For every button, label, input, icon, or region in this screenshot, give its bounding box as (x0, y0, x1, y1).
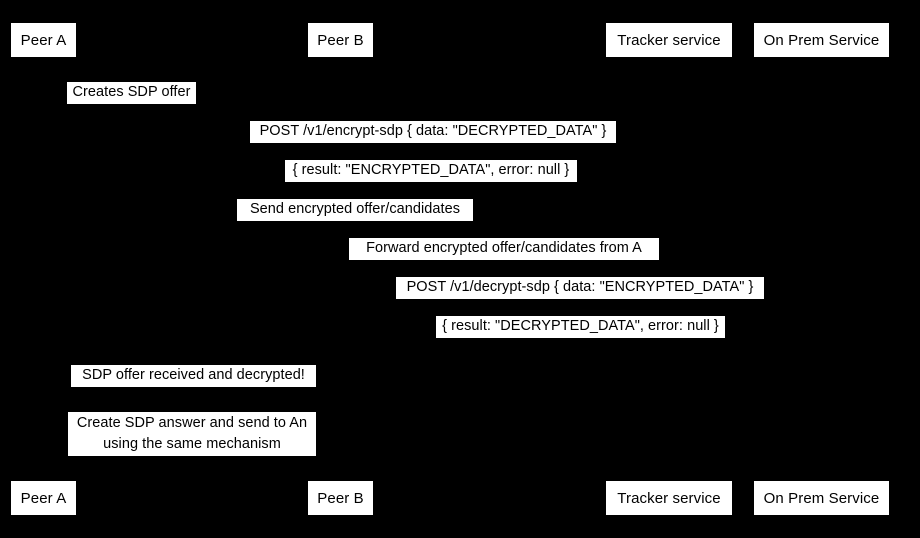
participant-label: Tracker service (617, 489, 721, 507)
lifeline-tracker-service (668, 62, 669, 476)
message-label-encrypt-sdp-response[interactable]: { result: "ENCRYPTED_DATA", error: null … (285, 160, 577, 182)
message-label-forward-encrypted-offer[interactable]: Forward encrypted offer/candidates from … (349, 238, 659, 260)
arrow-forward-encrypted-offer (341, 260, 669, 261)
lifeline-on-prem-service (821, 62, 822, 476)
message-label-decrypt-sdp-response[interactable]: { result: "DECRYPTED_DATA", error: null … (436, 316, 725, 338)
arrow-encrypt-sdp-response (44, 182, 822, 183)
participant-footer-peer-b[interactable]: Peer B (307, 480, 374, 516)
message-label-post-decrypt-sdp[interactable]: POST /v1/decrypt-sdp { data: "ENCRYPTED_… (396, 277, 764, 299)
arrow-post-encrypt-sdp (44, 143, 822, 144)
participant-header-on-prem-service[interactable]: On Prem Service (753, 22, 890, 58)
participant-footer-on-prem-service[interactable]: On Prem Service (753, 480, 890, 516)
message-label-create-sdp-answer[interactable]: Create SDP answer and send to An using t… (68, 412, 316, 456)
participant-header-peer-b[interactable]: Peer B (307, 22, 374, 58)
participant-label: Peer B (317, 31, 364, 49)
message-label-sdp-offer-received[interactable]: SDP offer received and decrypted! (71, 365, 316, 387)
participant-header-tracker-service[interactable]: Tracker service (605, 22, 733, 58)
participant-footer-peer-a[interactable]: Peer A (10, 480, 77, 516)
message-label-creates-sdp-offer[interactable]: Creates SDP offer (67, 82, 196, 104)
lifeline-peer-b (340, 62, 341, 476)
participant-label: On Prem Service (763, 489, 880, 507)
arrow-creates-sdp-offer (44, 104, 104, 105)
message-label-send-encrypted-offer[interactable]: Send encrypted offer/candidates (237, 199, 473, 221)
arrow-decrypt-sdp-response (341, 338, 822, 339)
message-label-post-encrypt-sdp[interactable]: POST /v1/encrypt-sdp { data: "DECRYPTED_… (250, 121, 616, 143)
arrow-create-sdp-answer (341, 456, 401, 457)
arrow-sdp-offer-received (341, 387, 401, 388)
arrow-post-decrypt-sdp (341, 299, 822, 300)
participant-footer-tracker-service[interactable]: Tracker service (605, 480, 733, 516)
participant-header-peer-a[interactable]: Peer A (10, 22, 77, 58)
participant-label: Tracker service (617, 31, 721, 49)
participant-label: Peer B (317, 489, 364, 507)
participant-label: On Prem Service (763, 31, 880, 49)
participant-label: Peer A (20, 31, 67, 49)
lifeline-peer-a (43, 62, 44, 476)
arrow-send-encrypted-offer (44, 221, 669, 222)
participant-label: Peer A (20, 489, 67, 507)
